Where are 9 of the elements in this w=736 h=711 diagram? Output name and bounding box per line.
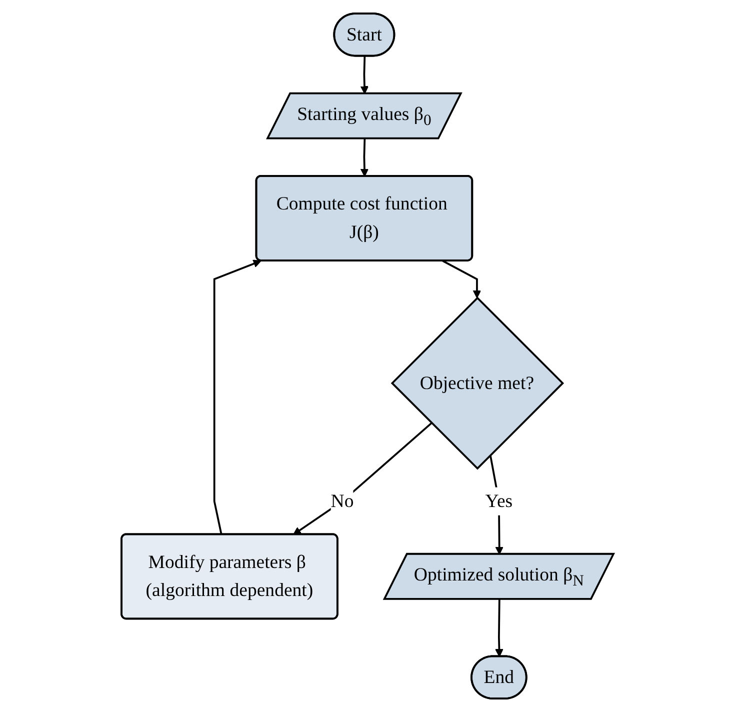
arrow (442, 260, 482, 298)
arrow (360, 56, 370, 94)
node-diamond: Objective met? (391, 296, 564, 470)
arrow (214, 259, 262, 534)
arrow (293, 422, 433, 535)
edge-label: Yes (486, 490, 514, 512)
edge-label: No (331, 490, 354, 512)
arrow (496, 598, 504, 657)
arrow (360, 138, 370, 176)
